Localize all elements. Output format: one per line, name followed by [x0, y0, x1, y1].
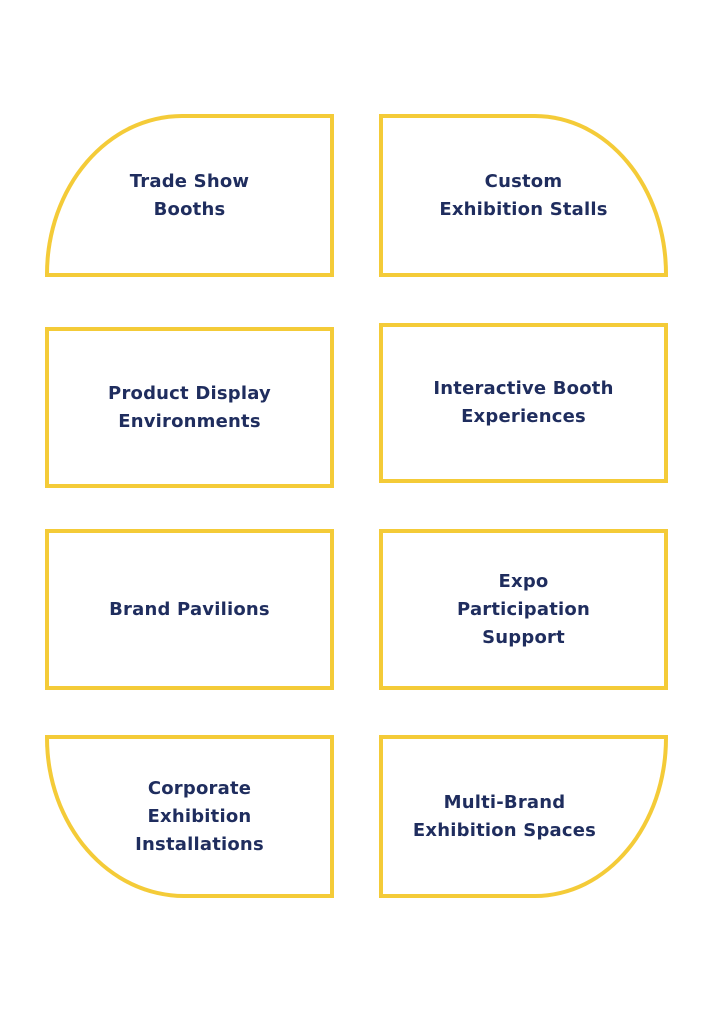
card-custom-exhibition-stalls: Custom Exhibition Stalls: [379, 114, 668, 277]
card-label: Interactive Booth Experiences: [433, 378, 614, 427]
card-expo-participation-support: Expo Participation Support: [379, 529, 668, 690]
card-label: Product Display Environments: [108, 382, 271, 432]
card-label: Corporate Exhibition Installations: [135, 777, 264, 855]
card-trade-show-booths: Trade Show Booths: [45, 114, 334, 277]
card-label: Expo Participation Support: [457, 570, 590, 648]
card-multi-brand-exhibition-spaces: Multi-Brand Exhibition Spaces: [379, 735, 668, 898]
card-label: Brand Pavilions: [109, 598, 270, 620]
card-interactive-booth-experiences: Interactive Booth Experiences: [379, 323, 668, 483]
card-label: Trade Show Booths: [129, 170, 250, 220]
card-corporate-exhibition-installations: Corporate Exhibition Installations: [45, 735, 334, 898]
card-label: Custom Exhibition Stalls: [439, 170, 608, 220]
card-brand-pavilions: Brand Pavilions: [45, 529, 334, 690]
card-label: Multi-Brand Exhibition Spaces: [412, 791, 597, 841]
card-product-display-environments: Product Display Environments: [45, 327, 334, 488]
